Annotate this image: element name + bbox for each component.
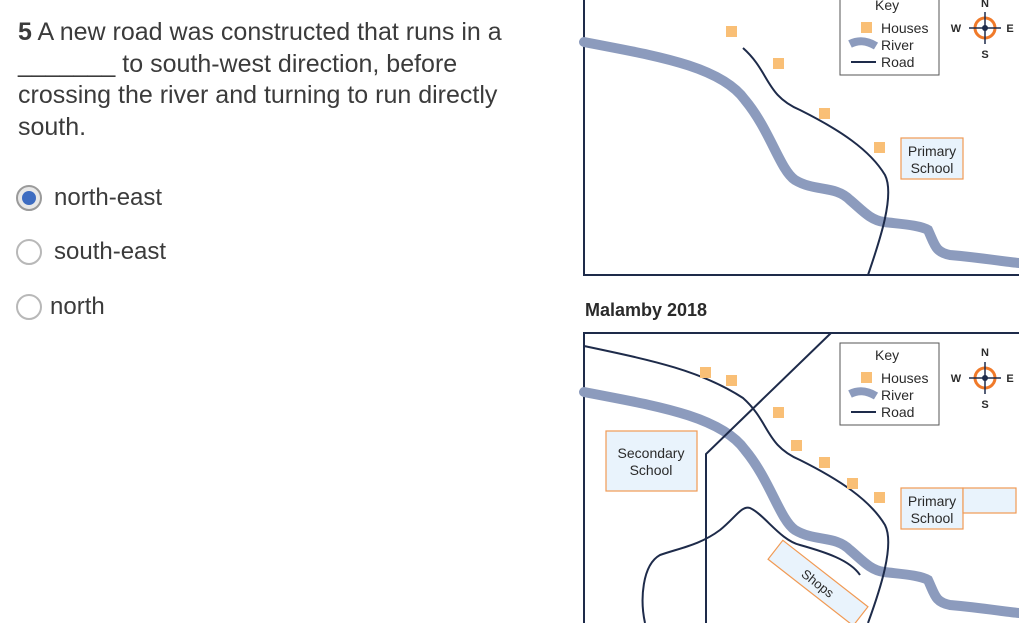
map-bottom-primary-school-box: [900, 487, 964, 530]
map-top-key-title: Key: [875, 0, 899, 13]
option-south-east[interactable]: south-east: [16, 238, 166, 266]
map-bottom-secondary-school-label-2: School: [630, 462, 673, 478]
map-bottom: Primary School Secondary School Shops Ke…: [579, 332, 1019, 623]
map-top-road: [742, 47, 890, 276]
house-icon: [773, 407, 784, 418]
map-top-houses: [726, 26, 885, 153]
compass-n: N: [981, 347, 989, 359]
compass-s: S: [981, 49, 988, 61]
river-icon: [848, 387, 879, 400]
house-icon: [819, 108, 830, 119]
map-bottom-border: [583, 332, 1019, 623]
map-top-key-road: Road: [881, 54, 914, 70]
map-top-key-houses: Houses: [881, 20, 928, 36]
map-bottom-key-road: Road: [881, 404, 914, 420]
map-bottom-road-new: [705, 332, 832, 623]
radio-north[interactable]: [16, 294, 42, 320]
house-icon: [861, 22, 872, 33]
map-top-primary-school-label-2: School: [911, 160, 954, 176]
house-icon: [700, 367, 711, 378]
map-bottom-road-loop: [641, 506, 861, 623]
question-text: 5 A new road was constructed that runs i…: [18, 17, 518, 143]
map-bottom-key-river: River: [881, 387, 914, 403]
compass-icon: N S W E: [951, 347, 1014, 411]
house-icon: [861, 372, 872, 383]
house-icon: [773, 58, 784, 69]
map-bottom-primary-school-label-2: School: [911, 510, 954, 526]
house-icon: [791, 440, 802, 451]
map-bottom-primary-school-extension: [962, 487, 1017, 514]
map-top-primary-school-label-1: Primary: [908, 143, 956, 159]
compass-icon: N S W E: [951, 0, 1014, 61]
compass-n: N: [981, 0, 989, 10]
map-bottom-road-old: [583, 345, 890, 623]
option-label: north: [50, 293, 105, 320]
compass-s: S: [981, 399, 988, 411]
option-label: north-east: [54, 184, 163, 211]
house-icon: [847, 478, 858, 489]
house-icon: [819, 457, 830, 468]
map-bottom-primary-school-label-1: Primary: [908, 493, 956, 509]
map-top-primary-school-box: [900, 137, 964, 180]
option-label: south-east: [54, 238, 167, 265]
compass-w: W: [951, 23, 962, 35]
house-icon: [874, 142, 885, 153]
map-bottom-shops-box: [767, 539, 869, 623]
map-top-border: [583, 0, 1019, 276]
option-north[interactable]: north: [16, 293, 105, 321]
map-bottom-key-houses: Houses: [881, 370, 928, 386]
house-icon: [726, 26, 737, 37]
compass-w: W: [951, 373, 962, 385]
compass-e: E: [1006, 23, 1013, 35]
map-bottom-river: [579, 387, 1019, 618]
map-top-river: [579, 37, 1019, 268]
compass-e: E: [1006, 373, 1013, 385]
map-bottom-title: Malamby 2018: [585, 300, 707, 320]
map-bottom-secondary-school-box: [605, 430, 698, 492]
question-text-after: to south-west direction, before crossing…: [18, 49, 498, 141]
answer-blank: _______: [18, 49, 116, 78]
map-top-key: Key Houses River Road: [839, 0, 940, 76]
map-bottom-houses: [700, 367, 885, 503]
map-bottom-secondary-school-label-1: Secondary: [618, 445, 685, 461]
question-text-before: A new road was constructed that runs in …: [37, 18, 502, 46]
river-icon: [848, 37, 879, 50]
house-icon: [726, 375, 737, 386]
question-number: 5: [18, 18, 32, 46]
map-top: Primary School Key Houses River Road N: [579, 0, 1019, 276]
map-top-key-river: River: [881, 37, 914, 53]
house-icon: [874, 492, 885, 503]
radio-south-east[interactable]: [16, 239, 42, 265]
radio-north-east[interactable]: [16, 185, 42, 211]
map-bottom-key-title: Key: [875, 347, 899, 363]
map-bottom-key: Key Houses River Road: [839, 342, 940, 426]
option-north-east[interactable]: north-east: [16, 184, 162, 212]
